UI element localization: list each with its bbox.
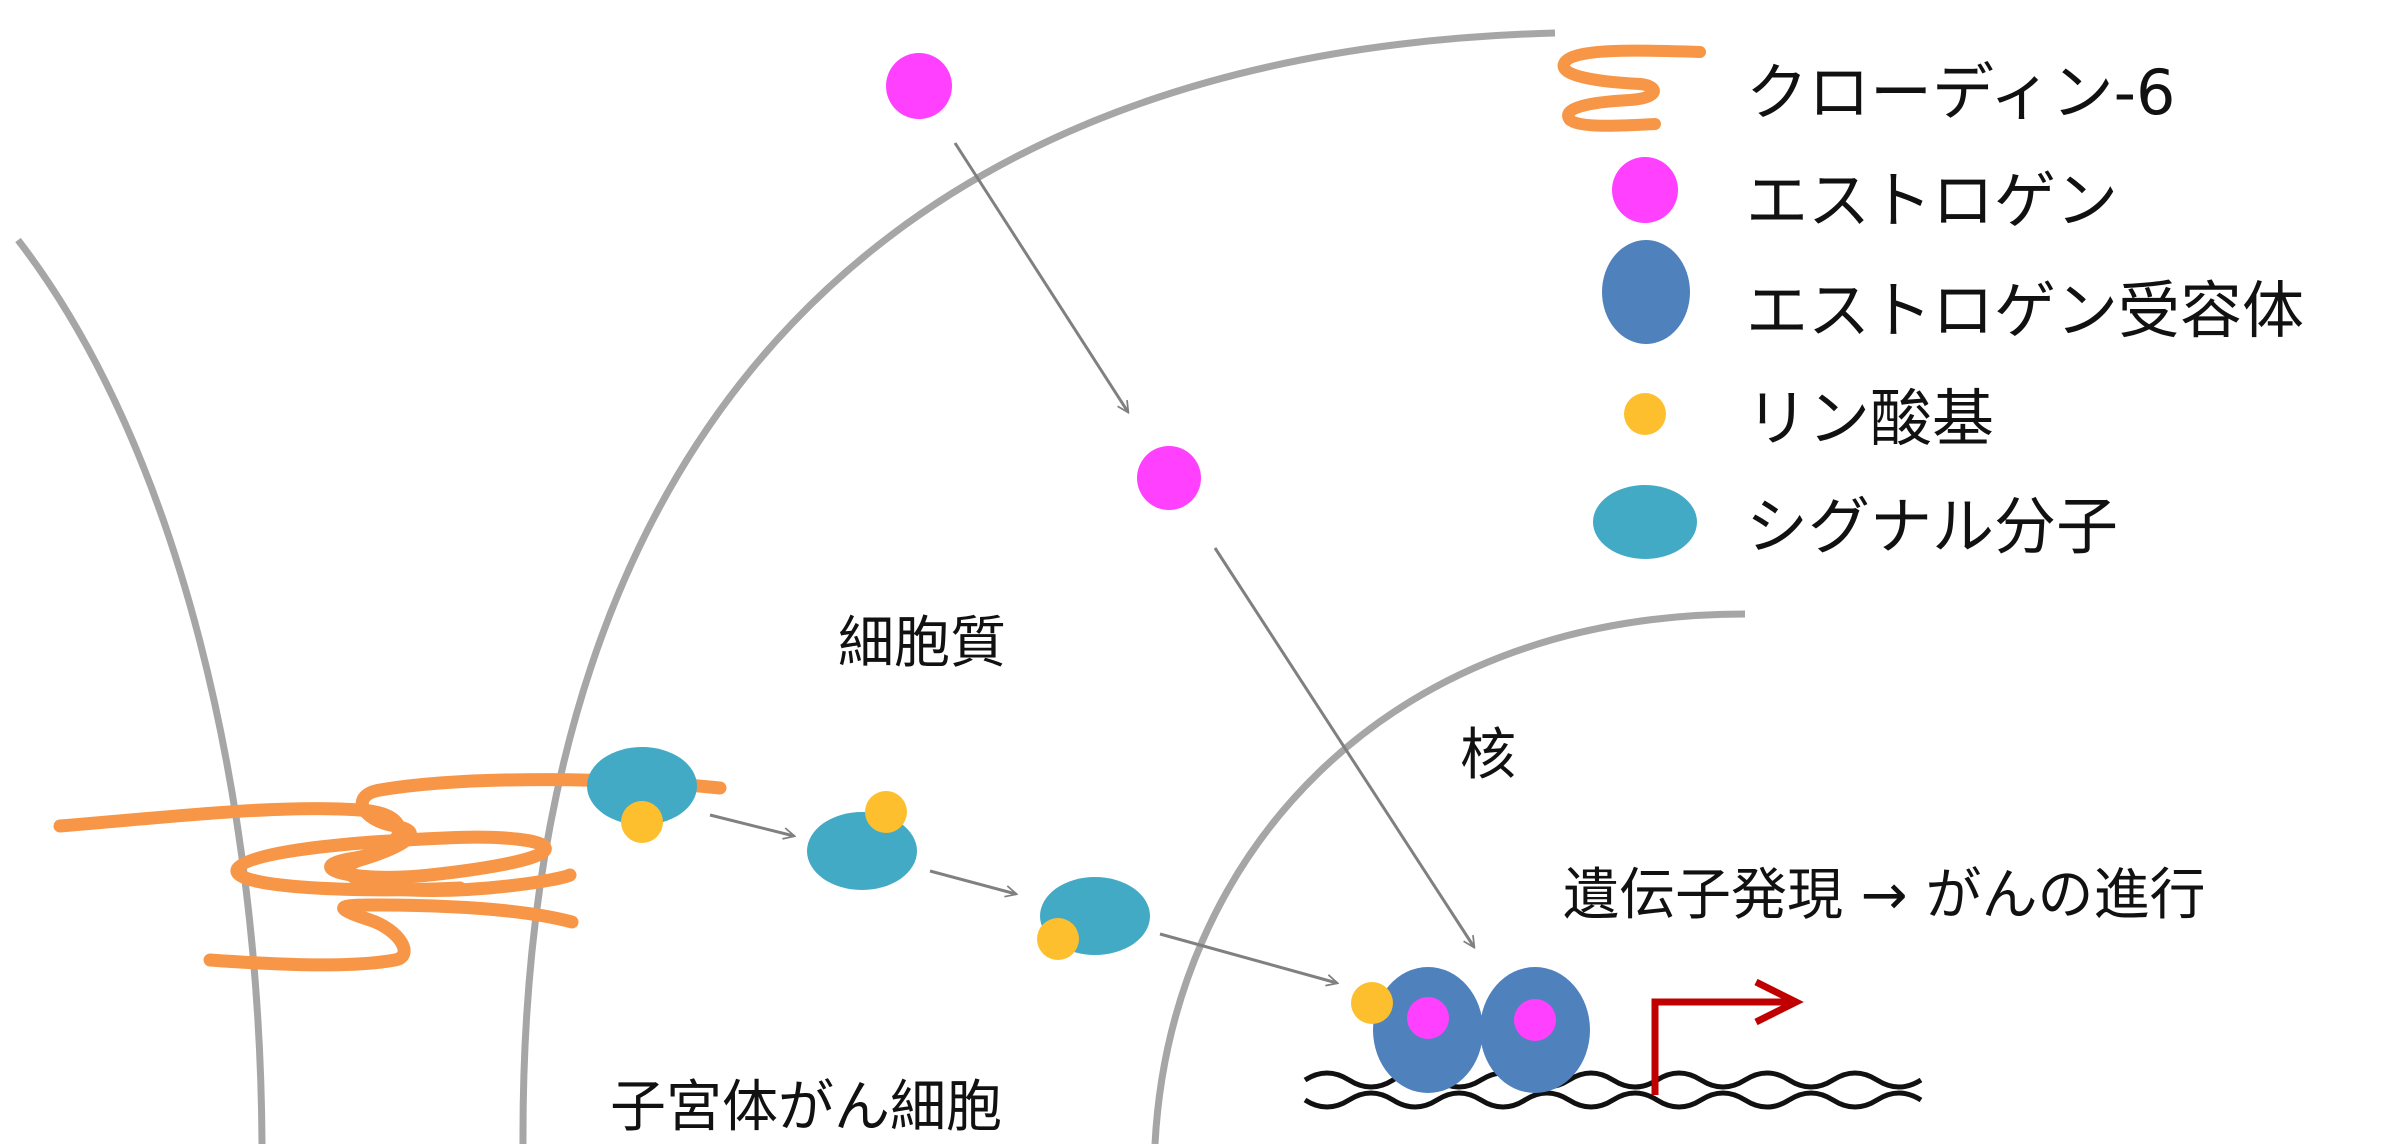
arrow-signal-1 [709, 813, 794, 836]
dna-strand [1303, 1090, 1923, 1110]
transcription-start-arrow [1651, 998, 1790, 1095]
legend-label-estrogen: エストロゲン [1746, 164, 2118, 237]
legend-label-receptor: エストロゲン受容体 [1746, 274, 2304, 347]
nucleus-label: 核 [1460, 723, 1516, 788]
arrow-estrogen-to-receptor [1213, 547, 1474, 947]
phosphate-group [865, 791, 907, 833]
legend: クローディン-6 エストロゲン エストロゲン受容体 リン酸基 シグナル分子 [1557, 44, 2304, 563]
phosphate-legend-icon [1624, 393, 1666, 435]
legend-label-phosphate: リン酸基 [1746, 382, 1994, 455]
receptor-legend-icon [1602, 240, 1690, 344]
claudin-legend-icon [1557, 44, 1706, 132]
cell-membrane [519, 29, 1556, 1144]
arrow-signal-3 [1159, 932, 1337, 983]
signal-molecule [587, 747, 697, 825]
phosphate-group [1351, 982, 1393, 1024]
estrogen-legend-icon [1612, 157, 1678, 223]
arrow-signal-2 [929, 869, 1016, 894]
estrogen-molecule [886, 53, 952, 119]
legend-label-claudin: クローディン-6 [1746, 56, 2175, 129]
cytoplasm-label: 細胞質 [838, 611, 1006, 676]
signal-legend-icon [1593, 485, 1697, 559]
estrogen-molecule [1137, 446, 1201, 510]
phosphate-group [1037, 918, 1079, 960]
neighbor-cell-membrane [15, 237, 266, 1144]
claudin-6-junction [53, 773, 727, 972]
cell-label: 子宮体がん細胞 [610, 1075, 1002, 1140]
gene-expression-label: 遺伝子発現 → がんの進行 [1563, 863, 2206, 928]
arrow-estrogen-entry [953, 142, 1128, 412]
estrogen-molecule [1407, 997, 1449, 1039]
phosphate-group [621, 801, 663, 843]
legend-label-signal: シグナル分子 [1746, 490, 2118, 563]
nucleus-membrane [1151, 610, 1746, 1144]
estrogen-molecule [1514, 999, 1556, 1041]
transcription-arrowhead [1754, 978, 1804, 1026]
